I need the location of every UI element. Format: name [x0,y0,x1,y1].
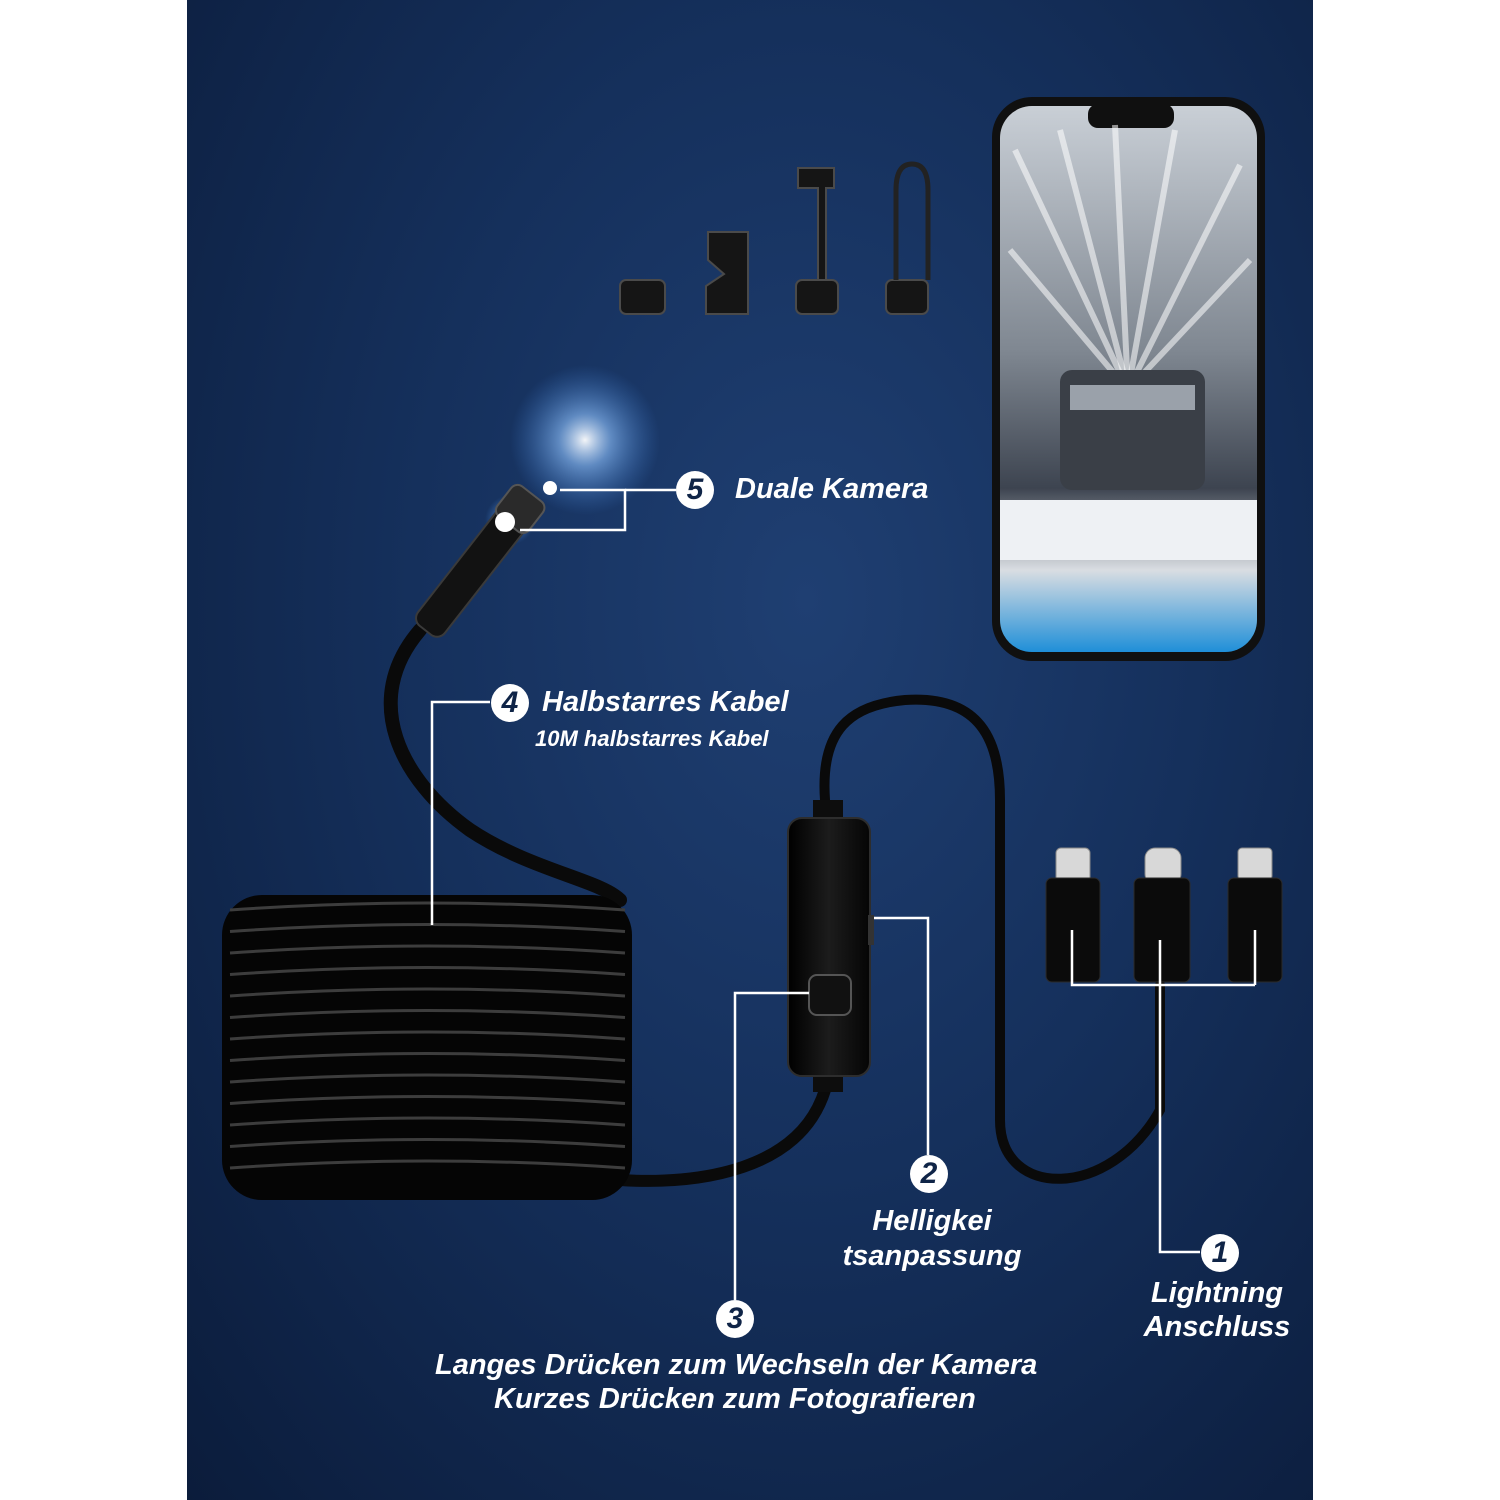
coil-ring [229,923,626,933]
badge-5: 5 [676,471,714,509]
brightness-label-line2: tsanpassung [842,1240,1022,1272]
cable-coil-icon [222,895,632,1200]
phone-icon [992,97,1265,661]
button-label-line2: Kurzes Drücken zum Fotografieren [494,1383,976,1415]
coil-ring [229,1159,626,1170]
cable-label: Halbstarres Kabel [542,686,789,718]
coil-ring [229,1073,626,1084]
product-illustration [222,97,1283,1300]
coil-ring [229,1116,626,1127]
product-panel: 5 Duale Kamera 4 Halbstarres Kabel 10M h… [187,0,1313,1500]
cable-icon [383,623,1165,1187]
coil-ring [229,901,626,912]
callout-lines [430,488,1257,1300]
dual-camera-label: Duale Kamera [735,473,929,505]
coil-ring [229,987,626,998]
coil-ring [229,1052,626,1062]
camera-probe-icon [415,365,660,638]
brightness-label-line1: Helligkei [872,1205,992,1237]
badge-4: 4 [491,684,529,722]
coil-ring [229,1009,626,1019]
badge-3: 3 [716,1300,754,1338]
coil-ring [229,966,626,976]
connector-icon [1045,847,1283,983]
coil-ring [229,1138,626,1148]
button-label-line1: Langes Drücken zum Wechseln der Kamera [435,1349,1038,1381]
badge-1: 1 [1201,1234,1239,1272]
cable-sublabel: 10M halbstarres Kabel [535,726,769,751]
coil-ring [229,1095,626,1105]
coil-ring [229,1030,626,1041]
attachment-icon [619,161,931,315]
lightning-label-line1: Lightning [1150,1277,1284,1309]
lightning-label-line2: Anschluss [1143,1311,1291,1343]
control-box-icon [787,800,874,1092]
coil-ring [229,944,626,955]
badge-2: 2 [910,1155,948,1193]
